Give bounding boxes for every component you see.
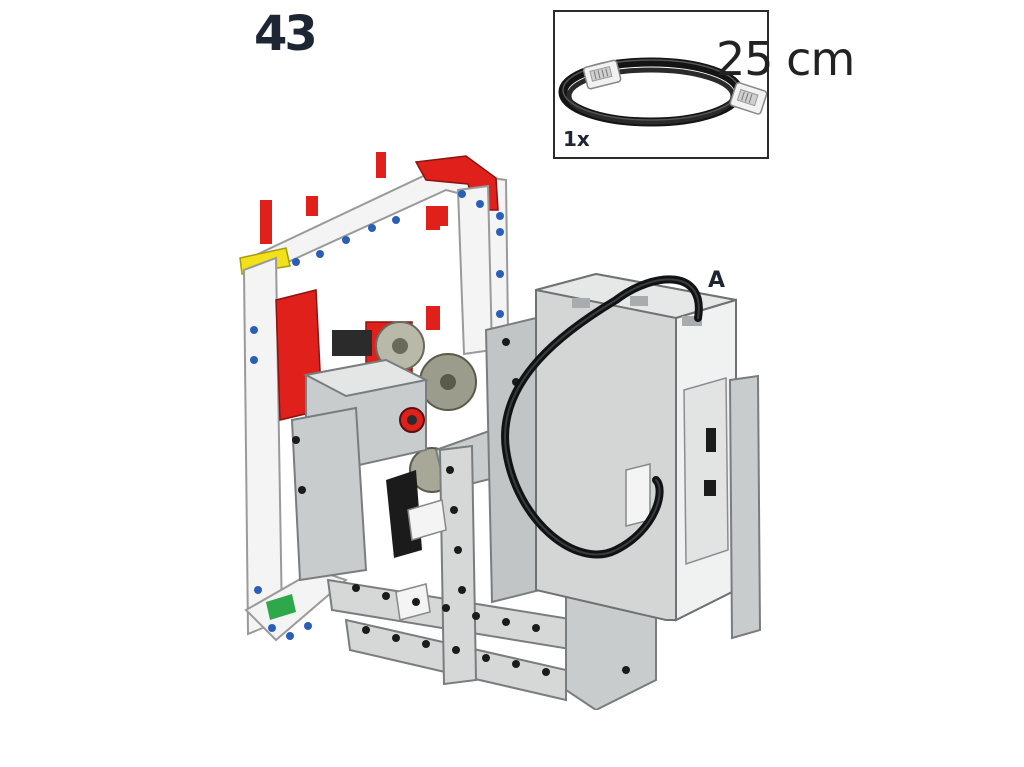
parts-callout-box: 1x: [553, 10, 769, 159]
ev3-brick: [535, 272, 762, 640]
step-number: 43: [254, 6, 318, 62]
part-quantity: 1x: [563, 127, 590, 151]
robot-assembly-illustration: [239, 152, 762, 710]
port-label: A: [708, 268, 726, 293]
cable-length-label: 25 cm: [716, 32, 855, 86]
cable-icon: [558, 57, 767, 127]
blue-pins: [250, 190, 504, 640]
white-frame: [239, 152, 510, 642]
